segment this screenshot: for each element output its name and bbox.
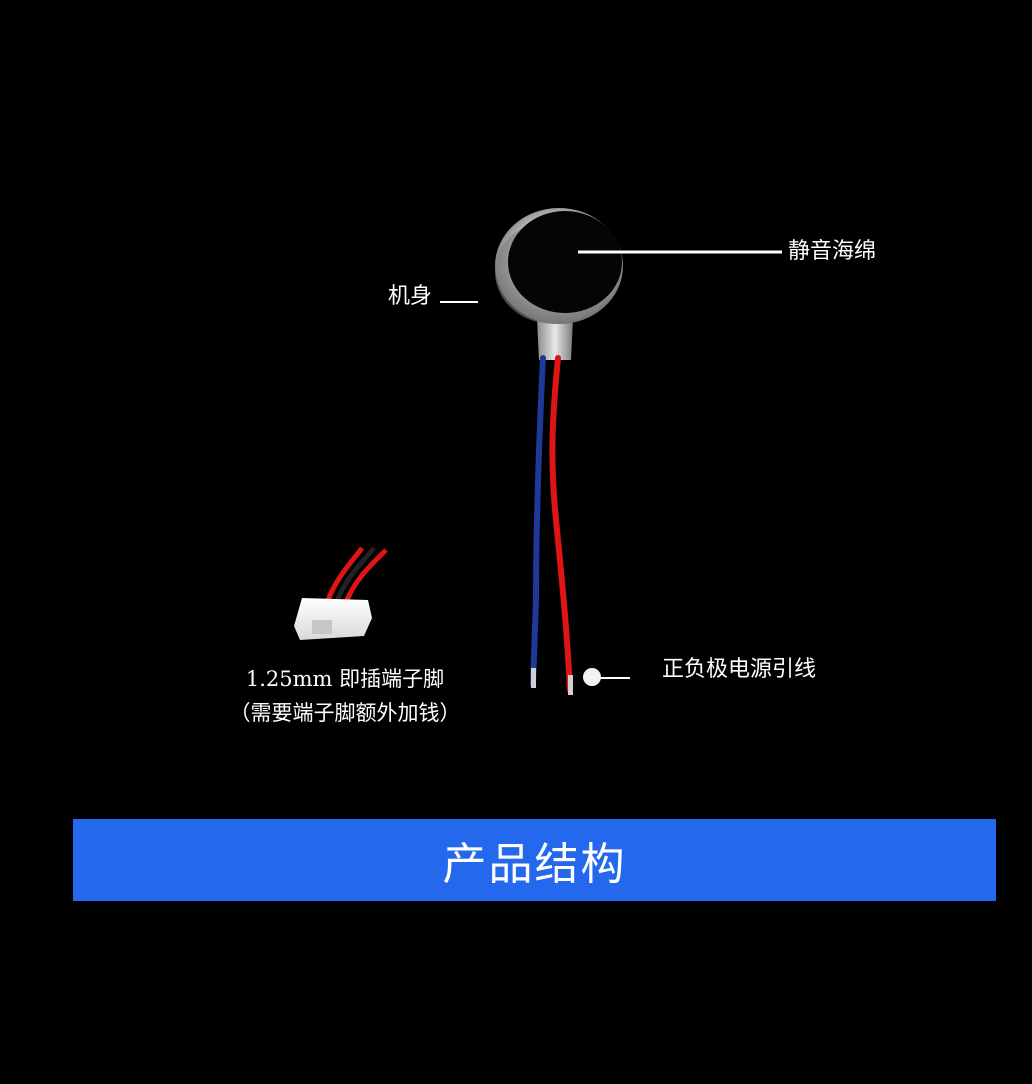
silent-sponge-label: 静音海绵: [788, 239, 877, 264]
lead-end-dot-icon: [583, 668, 601, 686]
power-leads-label: 正负极电源引线: [662, 657, 817, 682]
connector-caption-line2: （需要端子脚额外加钱）: [229, 701, 461, 725]
red-lead-wire: [549, 355, 573, 693]
motor-tab: [537, 318, 573, 360]
motor-body-label: 机身: [388, 284, 433, 309]
connector-latch: [312, 620, 332, 634]
connector-housing: [294, 598, 372, 640]
connector-black-wire: [334, 546, 376, 602]
blue-lead-wire: [530, 355, 546, 687]
connector-red-wire-1: [325, 546, 365, 601]
connector-caption-line1: 1.25mm 即插端子脚: [245, 667, 445, 691]
lead-wires: [530, 355, 601, 695]
product-structure-banner: 产品结构: [73, 819, 996, 901]
banner-title: 产品结构: [442, 839, 627, 890]
blue-lead-tip: [531, 668, 536, 688]
silent-sponge-face: [508, 211, 622, 313]
red-lead-tip: [568, 675, 573, 695]
connector-red-wire-2: [343, 548, 388, 603]
coin-vibration-motor-icon: [495, 208, 623, 360]
jst-connector-icon: [294, 546, 388, 640]
